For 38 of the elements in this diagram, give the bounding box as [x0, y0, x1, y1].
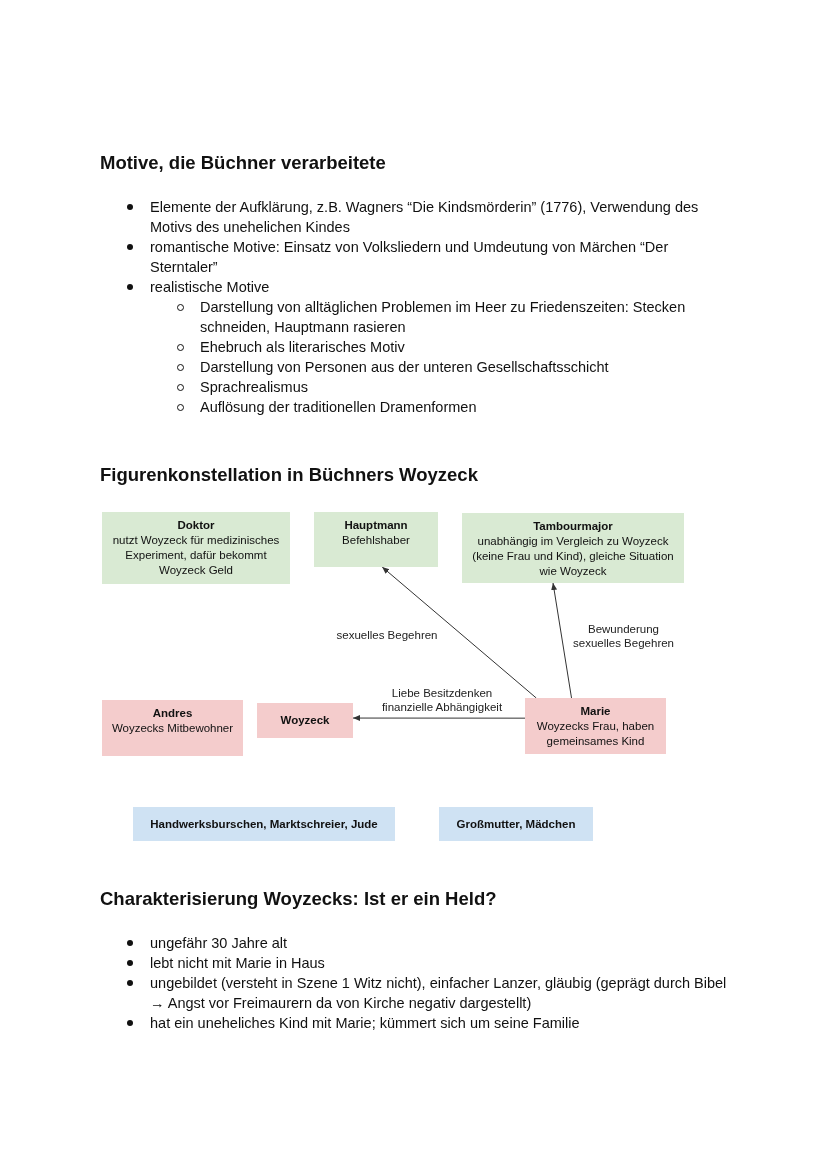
character-description: nutzt Woyzeck für medizinisches Experiment, dafür bekommt Woyzeck Geld	[111, 533, 281, 578]
character-name: Marie	[579, 704, 612, 719]
arrow	[551, 582, 573, 699]
character-box	[257, 703, 353, 738]
character-box	[525, 698, 666, 754]
character-description: Woyzecks Mitbewohner	[110, 721, 235, 736]
arrow	[352, 715, 526, 722]
character-name: Großmutter, Mädchen	[456, 816, 576, 832]
character-box	[133, 807, 395, 841]
character-box	[462, 513, 684, 583]
character-name: Andres	[151, 706, 194, 721]
character-name: Woyzeck	[280, 713, 330, 728]
character-name: Handwerksburschen, Marktschreier, Jude	[150, 816, 378, 832]
character-box	[439, 807, 593, 841]
character-name: Hauptmann	[343, 518, 409, 533]
character-box	[102, 512, 290, 584]
list-item-text: Auflösung der traditionellen Dramenformen	[200, 398, 478, 417]
list-item-text: lebt nicht mit Marie in Haus	[150, 954, 326, 973]
arrow	[381, 566, 537, 699]
section-heading: Figurenkonstellation in Büchners Woyzeck	[100, 464, 479, 486]
list-item-text: realistische Motive	[150, 278, 271, 297]
list-item-text: Sprachrealismus	[200, 378, 309, 397]
list-item-text: hat ein uneheliches Kind mit Marie; kümmert sich um seine Familie	[150, 1014, 581, 1033]
list-item-text: Ehebruch als literarisches Motiv	[200, 338, 406, 357]
section-heading: Motive, die Büchner verarbeitete	[100, 152, 387, 174]
section-heading: Charakterisierung Woyzecks: Ist er ein Held?	[100, 888, 498, 910]
character-box	[314, 512, 438, 567]
list-item-text: ungebildet (versteht in Szene 1 Witz nicht), einfacher Lanzer, gläubig (geprägt durch Bibel → Angst vor Freimaurern da von Kirche negativ dargestellt)	[150, 974, 728, 1013]
character-name: Doktor	[176, 518, 216, 533]
character-description: Befehlshaber	[341, 533, 411, 548]
character-name: Tambourmajor	[532, 519, 614, 534]
list-item-text: Darstellung von alltäglichen Problemen im Heer zu Friedenszeiten: Stecken schneiden, Hauptmann rasieren	[200, 298, 687, 337]
character-box	[102, 700, 243, 756]
list-item-text: romantische Motive: Einsatz von Volksliedern und Umdeutung von Märchen “Der Sterntaler”	[150, 238, 670, 277]
character-description: Woyzecks Frau, haben gemeinsames Kind	[535, 719, 656, 749]
list-item-text: Darstellung von Personen aus der unteren Gesellschaftsschicht	[200, 358, 610, 377]
list-item-text: ungefähr 30 Jahre alt	[150, 934, 289, 953]
character-description: unabhängig im Vergleich zu Woyzeck (keine Frau und Kind), gleiche Situation wie Woyzeck	[471, 534, 675, 579]
